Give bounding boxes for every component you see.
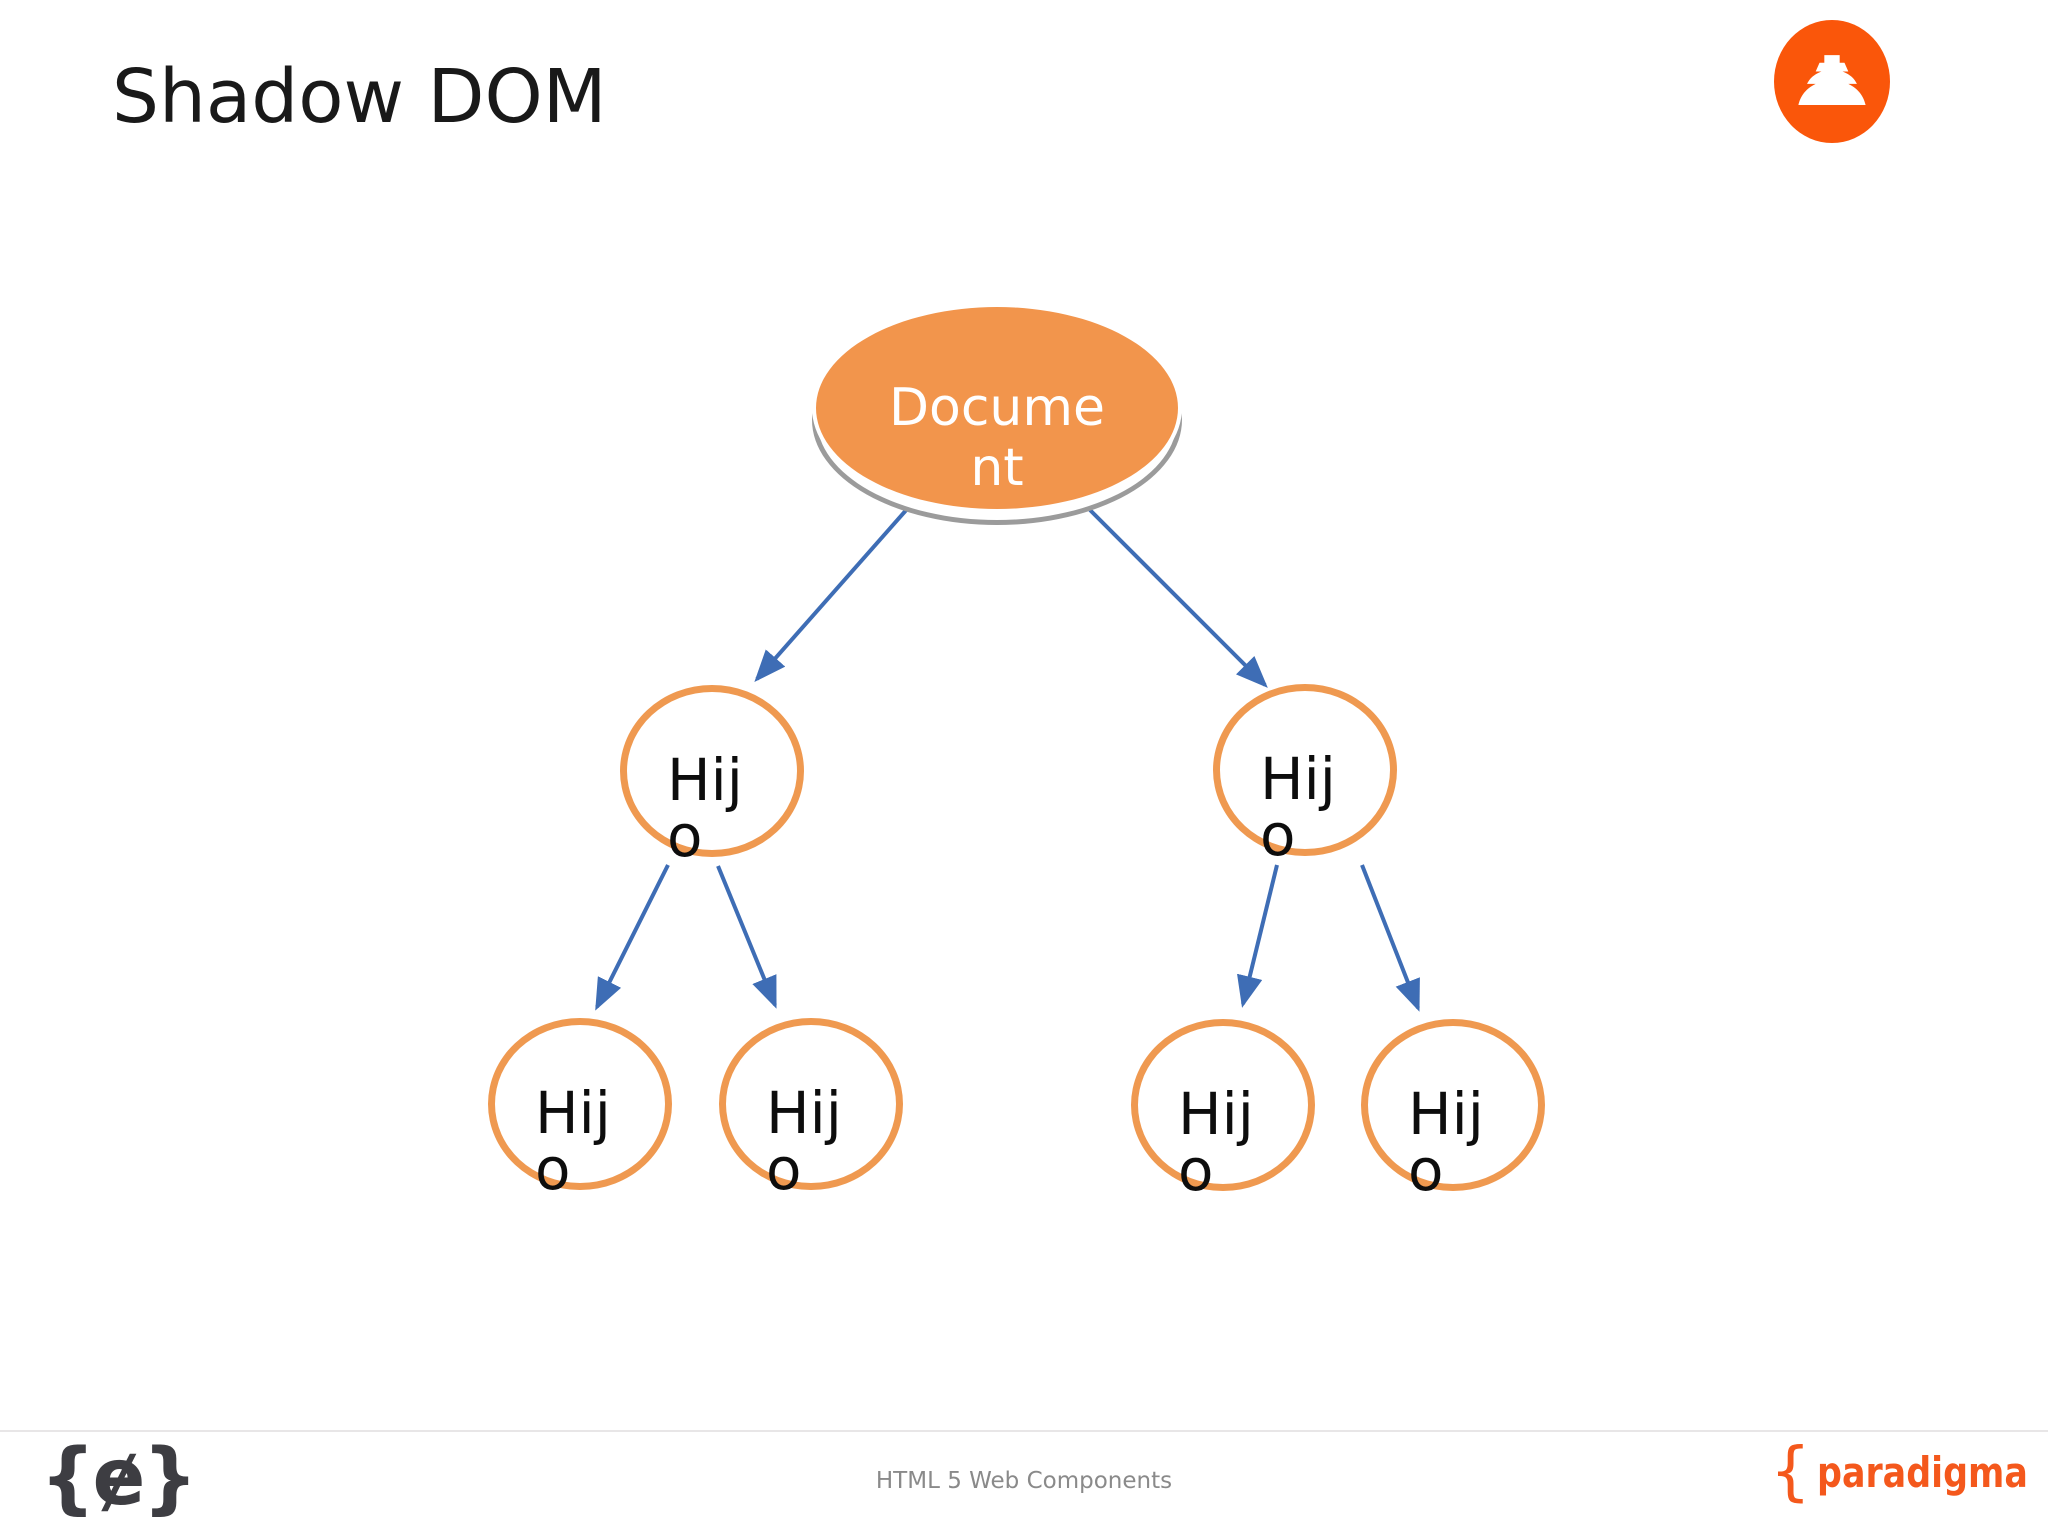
footer-slide-title: HTML 5 Web Components bbox=[875, 1468, 1173, 1494]
arrow-left-to-grandchild-1 bbox=[595, 864, 670, 1011]
node-hijo-right: Hijo bbox=[1213, 684, 1397, 864]
node-hijo-label: Hijo bbox=[535, 1079, 611, 1203]
arrow-left-to-grandchild-2 bbox=[716, 865, 777, 1009]
braces-e-logo-icon: {ɇ} bbox=[40, 1433, 198, 1523]
pagoda-icon bbox=[1798, 54, 1866, 105]
node-hijo-grandchild-3: Hijo bbox=[1131, 1019, 1315, 1199]
paradigma-wordmark: paradigma bbox=[1816, 1447, 2028, 1497]
node-hijo-label: Hijo bbox=[667, 746, 743, 870]
node-hijo-label: Hijo bbox=[1178, 1080, 1254, 1204]
pagoda-badge bbox=[1774, 20, 1890, 143]
footer-divider bbox=[0, 1430, 2048, 1432]
arrow-right-to-grandchild-4 bbox=[1360, 864, 1420, 1012]
arrow-root-to-right-child bbox=[1088, 508, 1268, 688]
node-document-label: Document bbox=[888, 378, 1106, 498]
paradigma-brace-icon: { bbox=[1770, 1435, 1811, 1509]
node-hijo-label: Hijo bbox=[1260, 745, 1336, 869]
arrow-root-to-left-child bbox=[754, 506, 910, 682]
node-hijo-grandchild-4: Hijo bbox=[1361, 1019, 1545, 1199]
node-document: Document bbox=[812, 303, 1182, 513]
node-hijo-grandchild-1: Hijo bbox=[488, 1018, 672, 1198]
paradigma-logo: { paradigma bbox=[1770, 1440, 2048, 1504]
node-hijo-label: Hijo bbox=[766, 1079, 842, 1203]
node-hijo-label: Hijo bbox=[1408, 1080, 1484, 1204]
arrow-right-to-grandchild-3 bbox=[1237, 864, 1279, 1008]
page-title: Shadow DOM bbox=[112, 54, 607, 140]
node-hijo-grandchild-2: Hijo bbox=[719, 1018, 903, 1198]
node-hijo-left: Hijo bbox=[620, 685, 804, 865]
